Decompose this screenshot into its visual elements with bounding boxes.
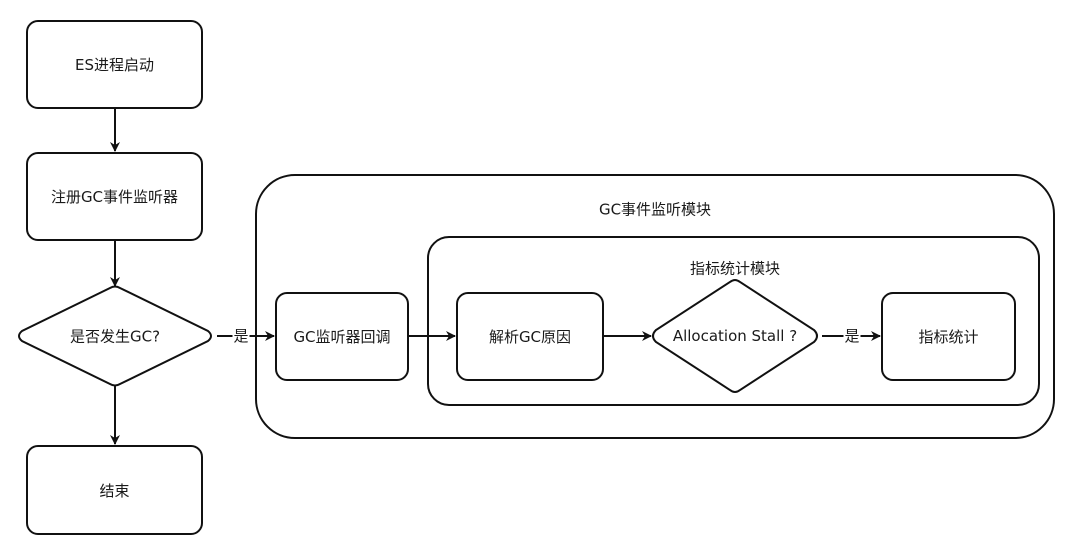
gc-event-listener-module-title: GC事件监听模块 xyxy=(598,200,712,219)
metrics-module-title: 指标统计模块 xyxy=(689,259,781,278)
stall-decision-diamond xyxy=(652,279,818,393)
start-node: ES进程启动 xyxy=(26,20,203,109)
edge-label-yes-gc: 是 xyxy=(232,327,250,345)
gc-event-listener-module xyxy=(255,174,1055,439)
metrics-node: 指标统计 xyxy=(881,292,1016,381)
metrics-module xyxy=(427,236,1040,406)
gc-decision-diamond xyxy=(18,285,212,387)
gc-decision-label: 是否发生GC? xyxy=(69,327,161,346)
register-listener-node: 注册GC事件监听器 xyxy=(26,152,203,241)
gc-callback-node: GC监听器回调 xyxy=(275,292,409,381)
edge-label-yes-stall: 是 xyxy=(843,327,861,345)
parse-cause-node: 解析GC原因 xyxy=(456,292,604,381)
stall-decision-label: Allocation Stall ? xyxy=(672,327,798,345)
end-node: 结束 xyxy=(26,445,203,535)
